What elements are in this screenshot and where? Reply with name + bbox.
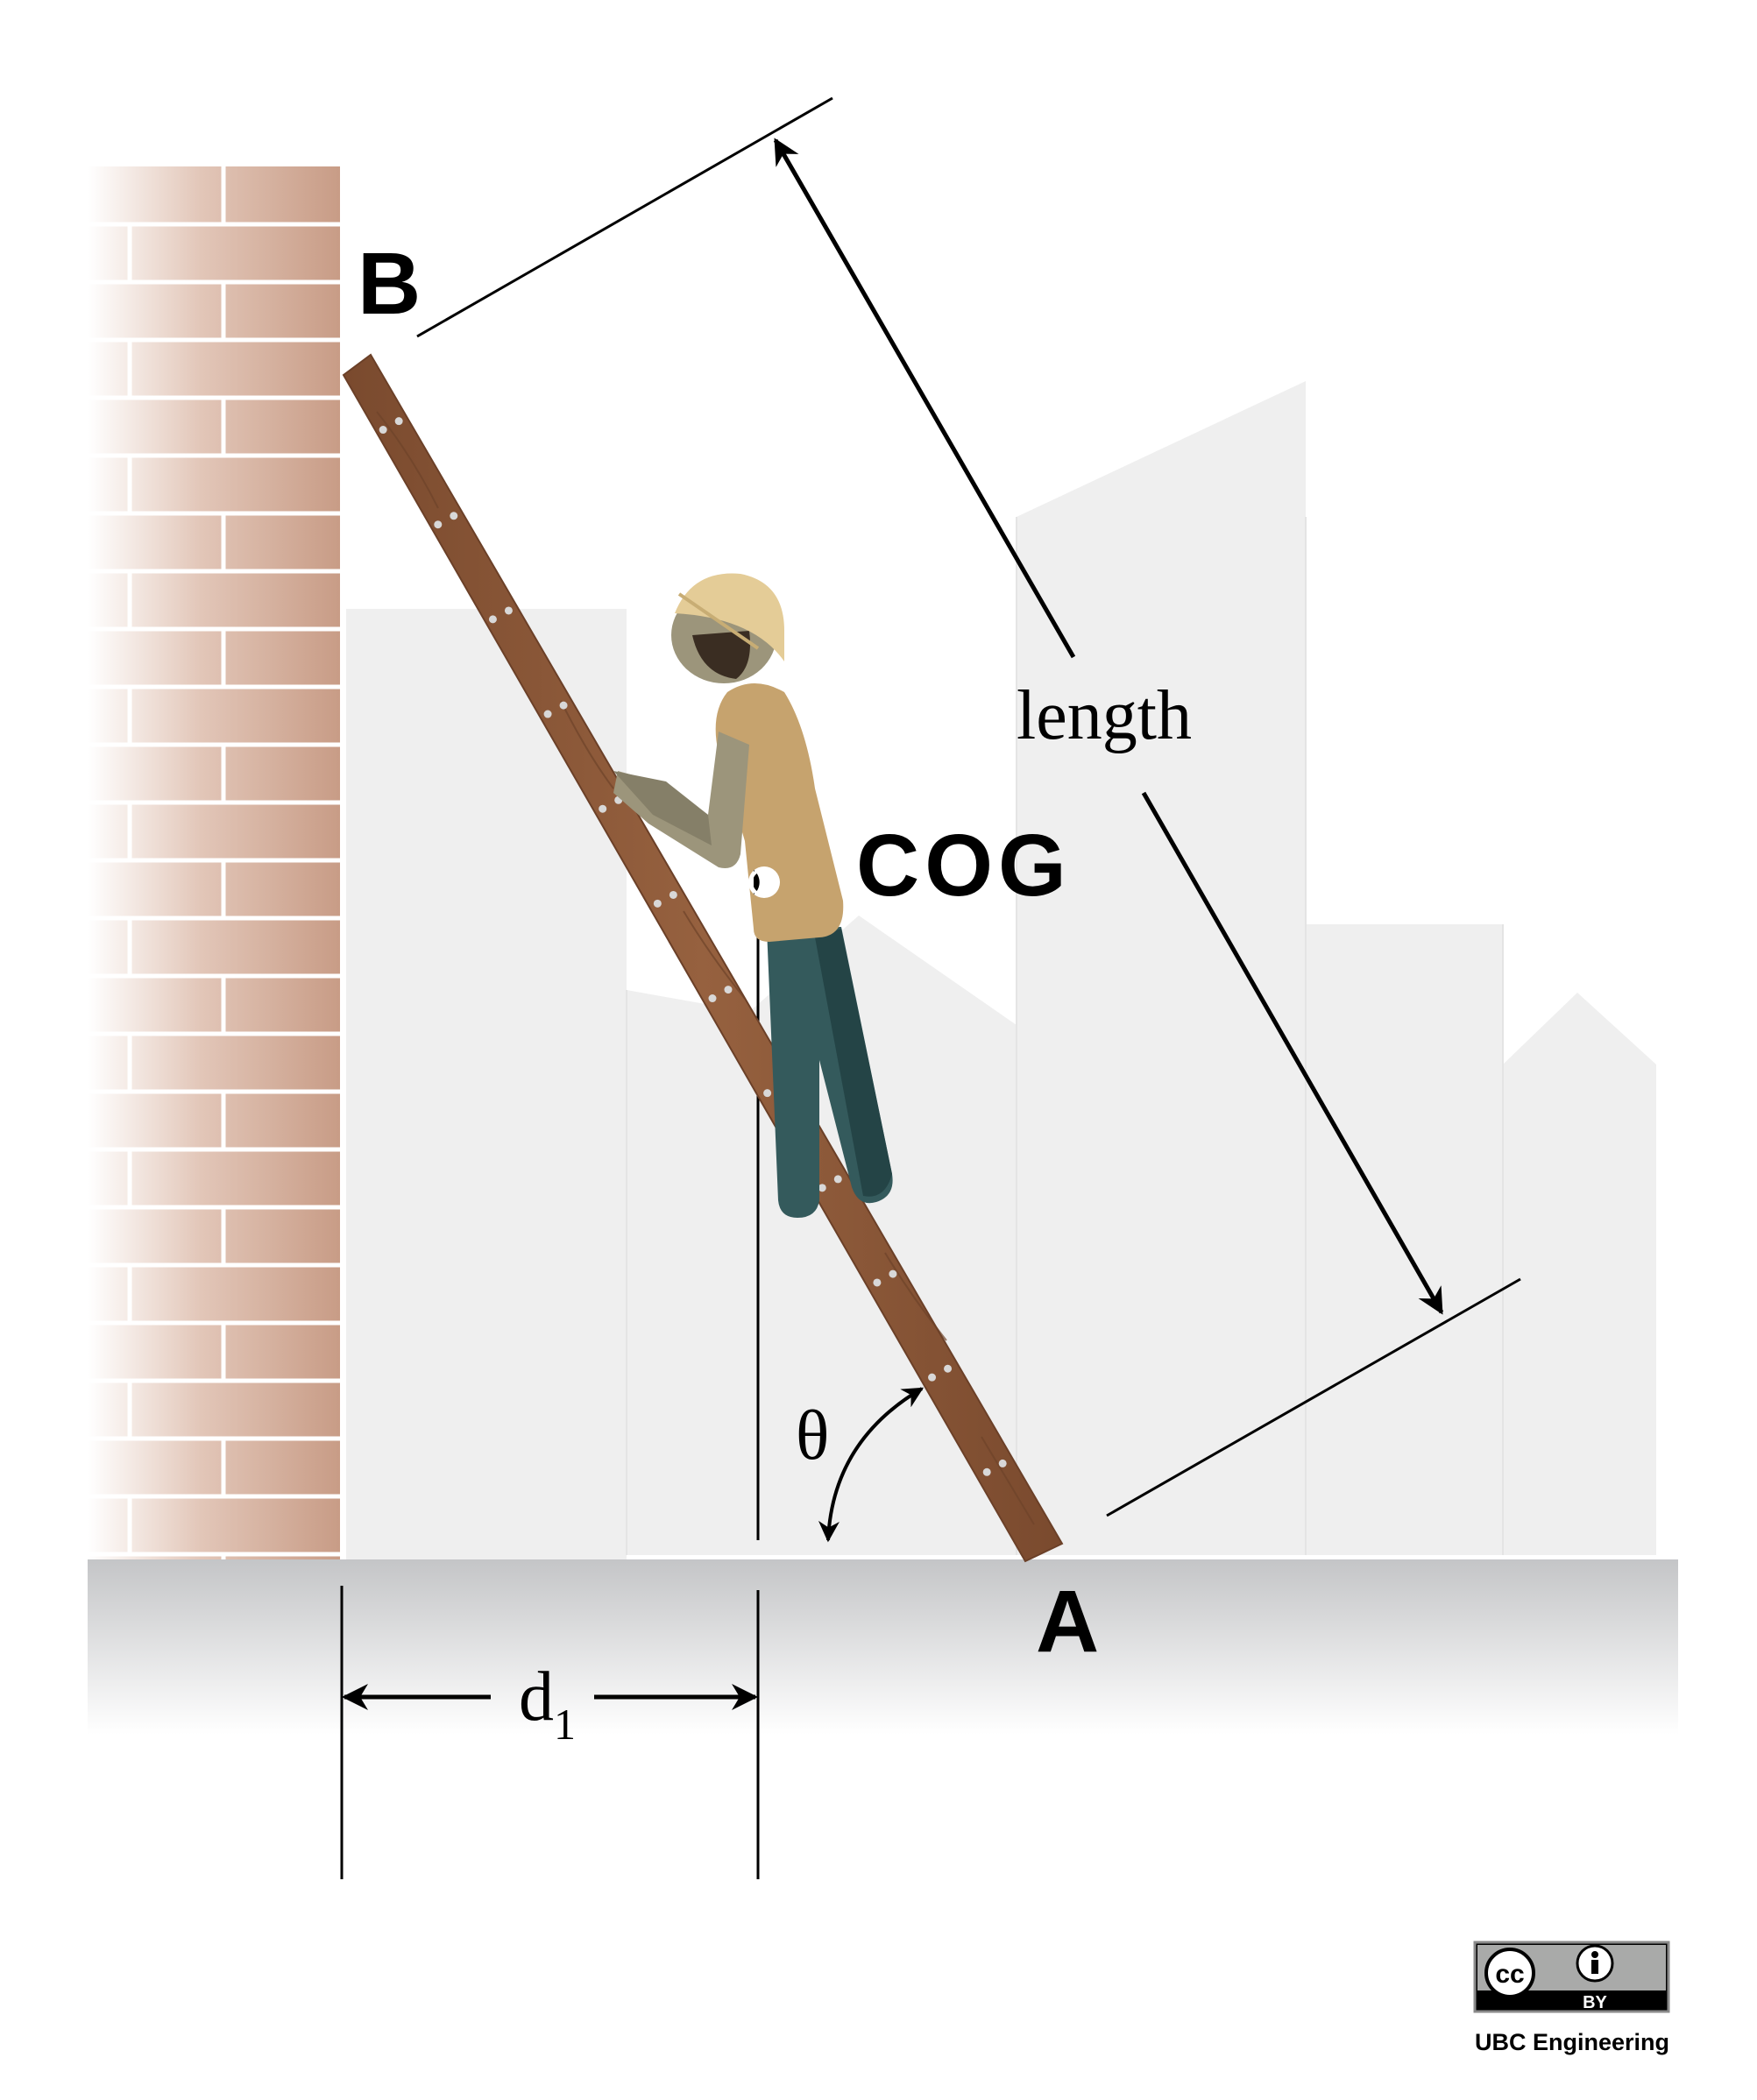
length-dimension [416,96,1521,1517]
helmet [675,573,784,661]
label-b: B [358,235,421,333]
label-cog: COG [856,817,1072,915]
d1-dimension [340,1586,760,1879]
credit-text: UBC Engineering [1475,2029,1669,2055]
cog-marker [748,866,780,898]
worker [613,573,893,1218]
label-length: length [1017,677,1192,754]
cc-by-badge: cc BY [1473,1941,1670,2013]
cc-text: cc [1495,1960,1524,1989]
ground [88,1559,1678,1735]
building-seams [626,517,1504,1555]
brick-wall [88,166,340,1559]
angle-arc [818,1387,925,1543]
label-a: A [1036,1573,1099,1671]
label-d-subscript: 1 [554,1700,576,1749]
label-d1: d1 [519,1658,576,1749]
label-d: d [519,1658,554,1736]
by-text: BY [1583,1993,1607,2012]
label-theta: θ [796,1397,829,1474]
background-buildings [346,381,1656,1564]
cc-icon [1484,1948,1535,1998]
